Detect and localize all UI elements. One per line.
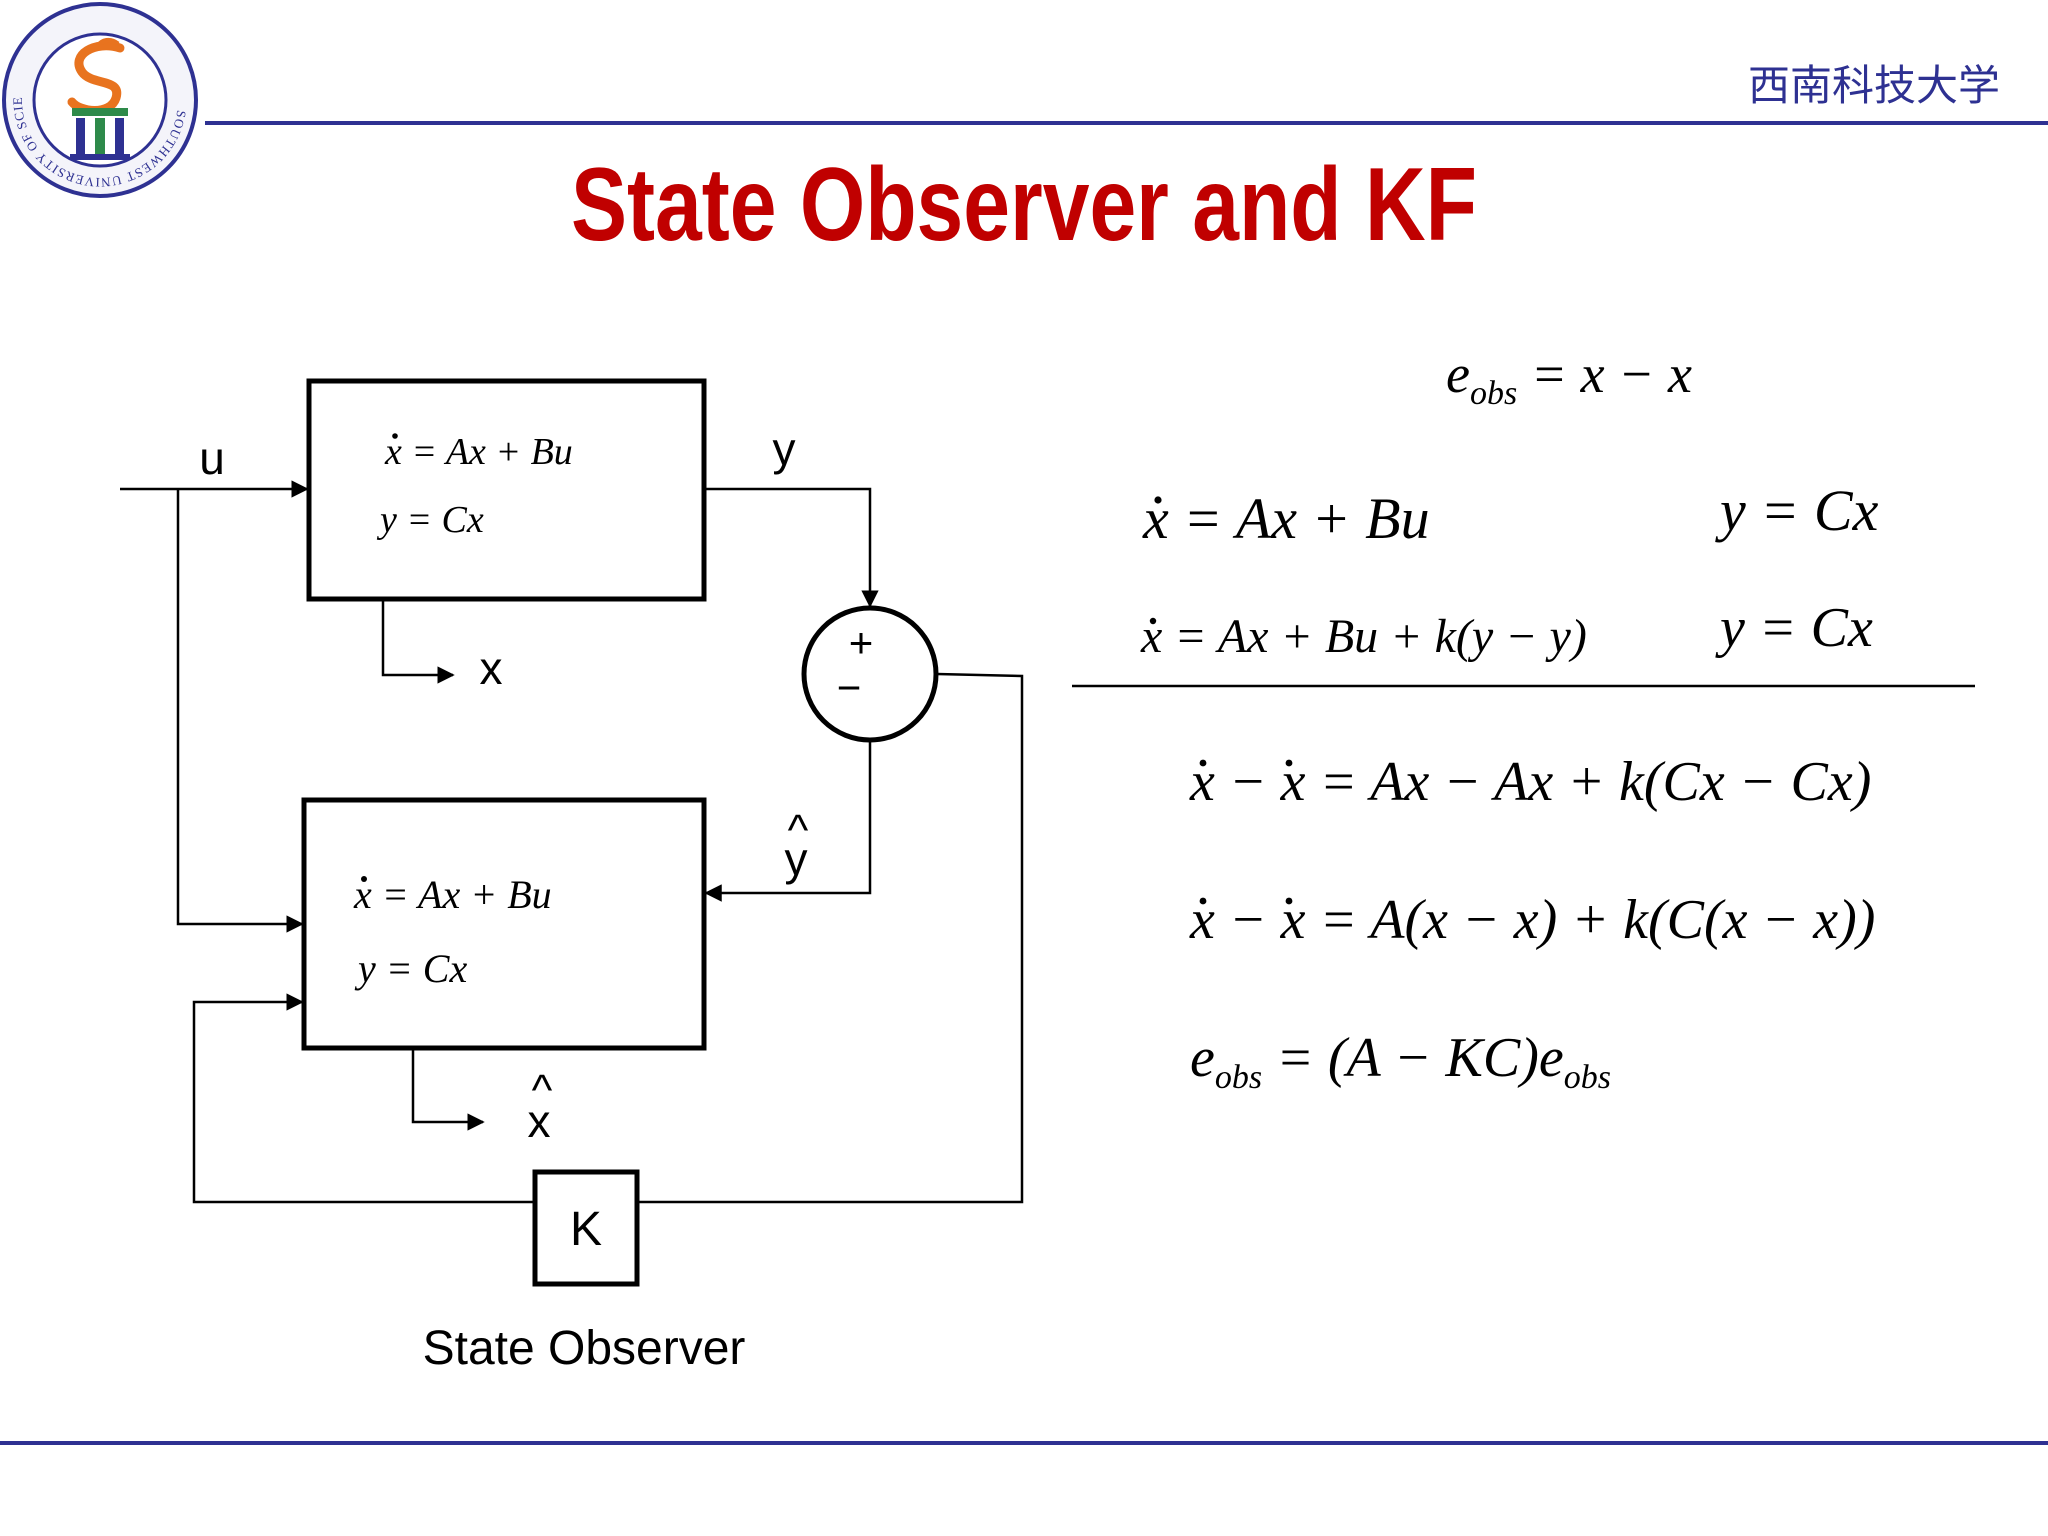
estimated-output-hat: ^ xyxy=(788,806,809,855)
state-line xyxy=(381,601,455,684)
block-diagram xyxy=(120,378,1024,1287)
estimated-state-label: x xyxy=(528,1095,551,1147)
observer-equations: x = Ax + Bu y = Cx xyxy=(353,872,552,991)
observer-dynamics: x = Ax + Bu + k(y − y) xyxy=(1140,610,1587,663)
state-label: x xyxy=(480,642,503,694)
observer-eq1: x = Ax + Bu xyxy=(353,872,552,917)
university-name: 西南科技大学 xyxy=(1748,62,2000,109)
output-label: y xyxy=(773,423,796,475)
gain-label: K xyxy=(570,1203,602,1256)
plant-dynamics-dot-icon xyxy=(1154,496,1162,504)
error-definition: eobs = x − x xyxy=(1446,344,1692,412)
observer-box xyxy=(301,797,707,1051)
error-difference-2: x − x = A(x − x) + k(C(x − x)) xyxy=(1189,889,1875,951)
plant-eq1: x = Ax + Bu xyxy=(384,431,573,473)
plant-output: y = Cx xyxy=(1715,478,1879,543)
gain-box xyxy=(532,1169,640,1287)
observer-dot-icon xyxy=(361,876,367,882)
estimated-state-line xyxy=(411,1050,485,1131)
diff1-dot-b-icon xyxy=(1285,759,1293,767)
university-seal-icon: SOUTHWEST UNIVERSITY OF SCIENCE AND TECH… xyxy=(0,0,198,198)
plant-eq2: y = Cx xyxy=(376,499,484,541)
equations-panel: eobs = x − x x = Ax + Bu y = Cx x = Ax +… xyxy=(1072,344,1975,1096)
plant-equations: x = Ax + Bu y = Cx xyxy=(376,431,573,541)
diff2-dot-a-icon xyxy=(1199,897,1207,905)
plant-box xyxy=(306,378,707,602)
input-label: u xyxy=(199,432,225,484)
correction-line xyxy=(192,993,535,1204)
error-dynamics-result: eobs = (A − KC)eobs xyxy=(1190,1027,1611,1096)
plant-dot-icon xyxy=(392,433,398,439)
estimated-output-line xyxy=(704,740,872,902)
estimated-state-hat: ^ xyxy=(532,1066,553,1115)
observer-eq2: y = Cx xyxy=(354,946,467,991)
diagram-labels: u y x + − ^ y ^ x K State Observer x = A… xyxy=(199,423,873,1375)
plus-sign: + xyxy=(849,619,874,666)
slide-title: State Observer and KF xyxy=(571,147,1477,263)
university-logo: SOUTHWEST UNIVERSITY OF SCIENCE AND TECH… xyxy=(0,0,198,198)
output-line xyxy=(704,487,879,608)
error-line xyxy=(637,672,1024,1204)
estimated-output-label: y xyxy=(785,833,808,885)
diff2-dot-b-icon xyxy=(1285,897,1293,905)
observer-dynamics-dot-icon xyxy=(1149,617,1157,625)
diagram-caption: State Observer xyxy=(423,1322,746,1375)
minus-sign: − xyxy=(837,664,862,711)
error-difference-1: x − x = Ax − Ax + k(Cx − Cx) xyxy=(1189,751,1871,813)
input-branch-line xyxy=(176,489,304,933)
plant-dynamics: x = Ax + Bu xyxy=(1142,486,1430,551)
diff1-dot-a-icon xyxy=(1199,759,1207,767)
observer-output: y = Cx xyxy=(1715,597,1873,659)
